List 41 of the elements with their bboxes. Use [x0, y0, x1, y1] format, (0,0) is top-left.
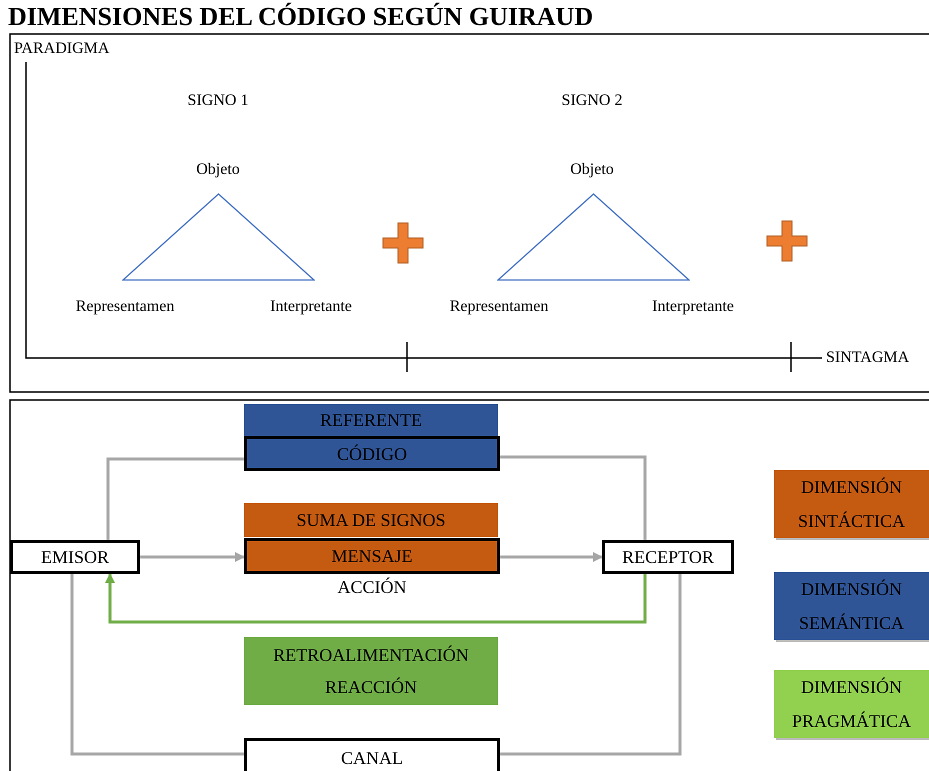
connector-line — [500, 574, 682, 756]
sign-heading: SIGNO 2 — [562, 92, 622, 110]
process-box — [244, 404, 498, 436]
arrow — [140, 552, 245, 562]
box-text: MENSAJE — [331, 545, 412, 568]
process-box — [244, 637, 498, 705]
process-box — [244, 738, 500, 771]
connector-line — [500, 456, 646, 540]
process-box — [10, 540, 140, 574]
box-text: REACCIÓN — [324, 676, 417, 699]
connector-line — [70, 574, 244, 756]
vertex-label: Interpretante — [652, 298, 734, 316]
process-box — [244, 436, 500, 471]
vertex-label: Objeto — [196, 161, 240, 179]
legend-text: DIMENSIÓN SINTÁCTICA — [797, 476, 906, 533]
axis-label: PARADIGMA — [14, 40, 110, 58]
vertex-label: Representamen — [450, 298, 548, 316]
box-text: EMISOR — [40, 546, 109, 569]
sign-heading: SIGNO 1 — [188, 92, 248, 110]
process-box — [602, 540, 734, 574]
axis-label: SINTAGMA — [826, 349, 910, 367]
arrow — [500, 552, 603, 562]
process-box — [244, 503, 498, 537]
connector-line — [106, 458, 244, 540]
title: DIMENSIONES DEL CÓDIGO SEGÚN GUIRAUD — [8, 2, 594, 32]
box-text: CANAL — [341, 747, 403, 770]
legend-text: DIMENSIÓN PRAGMÁTICA — [790, 676, 912, 733]
vertex-label: Objeto — [570, 161, 614, 179]
box-text: SUMA DE SIGNOS — [296, 509, 446, 532]
vertex-label: Interpretante — [270, 298, 352, 316]
legend-text: DIMENSIÓN SEMÁNTICA — [798, 578, 905, 635]
vertex-label: Representamen — [76, 298, 174, 316]
triangle-shape — [497, 193, 690, 281]
triangle-shape — [122, 193, 315, 281]
box-text: RETROALIMENTACIÓN — [273, 644, 469, 667]
box-text: RECEPTOR — [622, 546, 714, 569]
arrow — [105, 573, 646, 624]
process-box — [244, 538, 500, 574]
box-text: REFERENTE — [320, 409, 422, 432]
box-text: CÓDIGO — [337, 442, 407, 466]
caption-text: ACCIÓN — [338, 577, 406, 598]
